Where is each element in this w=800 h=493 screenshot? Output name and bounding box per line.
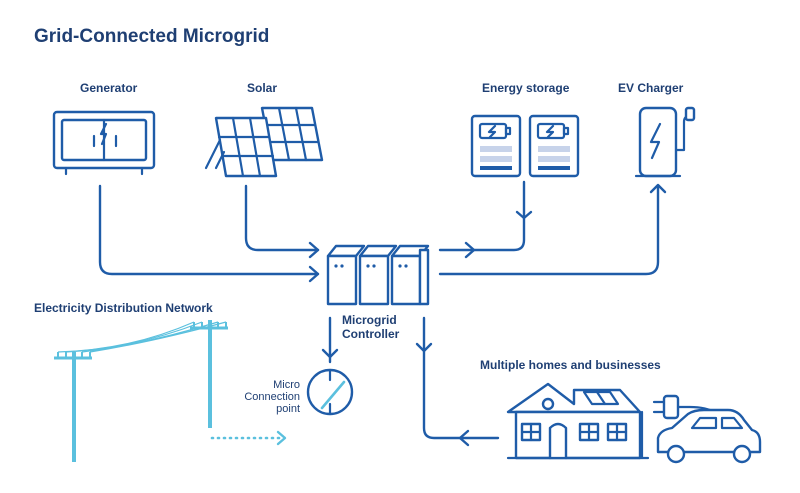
connection-label-line2: Connection — [244, 391, 300, 403]
generator-label: Generator — [80, 81, 138, 95]
connection-label-line3: point — [276, 403, 300, 415]
connection-point-switch-icon — [306, 368, 354, 416]
generator-flow-line — [98, 184, 320, 276]
homes-and-businesses-icon — [506, 382, 650, 460]
homes-flow-line — [422, 316, 500, 440]
ev-charger-icon — [634, 106, 696, 178]
generator-icon — [52, 110, 156, 176]
homes-label: Multiple homes and businesses — [480, 358, 661, 372]
controller-label-line1: Microgrid — [342, 313, 397, 327]
ev-flow-line — [438, 184, 660, 276]
ev-charger-label: EV Charger — [618, 81, 684, 95]
network-label: Electricity Distribution Network — [34, 301, 213, 315]
solar-flow-line — [244, 184, 320, 252]
power-poles-icon — [54, 320, 228, 462]
solar-label: Solar — [247, 81, 277, 95]
energy-storage-icon — [470, 114, 580, 178]
connection-label-line1: Micro — [273, 379, 300, 391]
electric-car-icon — [656, 408, 762, 464]
energy-storage-label: Energy storage — [482, 81, 570, 95]
microgrid-controller-icon — [326, 244, 430, 306]
diagram-title: Grid-Connected Microgrid — [34, 26, 269, 47]
solar-panel-icon — [204, 106, 324, 178]
controller-label-line2: Controller — [342, 327, 400, 341]
storage-flow-line — [438, 180, 526, 252]
